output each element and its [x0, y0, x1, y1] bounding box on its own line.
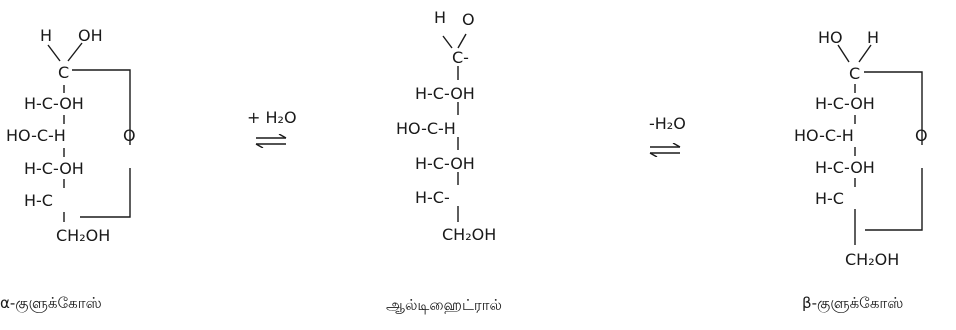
- alpha-glucose-label: α-குளுக்கோஸ்: [0, 294, 102, 312]
- open-c5-row: H-C-: [415, 188, 450, 207]
- alpha-c3-row: HO-C-H: [6, 126, 66, 145]
- beta-ring-oxygen: O: [915, 126, 928, 145]
- open-c3-row: HO-C-H: [396, 119, 456, 138]
- beta-glucose-label: β-குளுக்கோஸ்: [802, 294, 904, 312]
- open-c1: C-: [452, 48, 469, 67]
- beta-c2-row: H-C-OH: [815, 94, 875, 113]
- alpha-c4-row: H-C-OH: [24, 159, 84, 178]
- alpha-c2-row: H-C-OH: [24, 94, 84, 113]
- alpha-ring-oxygen: O: [123, 126, 136, 145]
- alpha-c1-oh: OH: [78, 26, 103, 45]
- open-c4-row: H-C-OH: [415, 154, 475, 173]
- equilibrium-arrow-icon: [254, 134, 288, 148]
- open-c6-group: CH₂OH: [442, 225, 497, 244]
- beta-c1-oh: HO: [818, 28, 843, 47]
- beta-c5-row: H-C: [815, 189, 844, 208]
- alpha-c1-h: H: [40, 26, 53, 45]
- beta-c6-group: CH₂OH: [845, 250, 900, 269]
- beta-c3-row: HO-C-H: [794, 126, 854, 145]
- open-c1-h: H: [434, 8, 447, 27]
- beta-c1: C: [849, 64, 861, 83]
- aldehyde-label: ஆல்டிஹைட்ரால்: [386, 296, 502, 314]
- open-c2-row: H-C-OH: [415, 84, 475, 103]
- alpha-c1: C: [58, 63, 70, 82]
- open-c1-o: O: [462, 10, 475, 29]
- beta-c1-h: H: [867, 28, 880, 47]
- alpha-c6-group: CH₂OH: [56, 226, 111, 245]
- reaction2-label: -H₂O: [649, 114, 686, 133]
- beta-c4-row: H-C-OH: [815, 158, 875, 177]
- equilibrium-arrow-icon: [648, 143, 682, 157]
- reaction1-label: + H₂O: [247, 108, 297, 127]
- alpha-c5-row: H-C: [24, 191, 53, 210]
